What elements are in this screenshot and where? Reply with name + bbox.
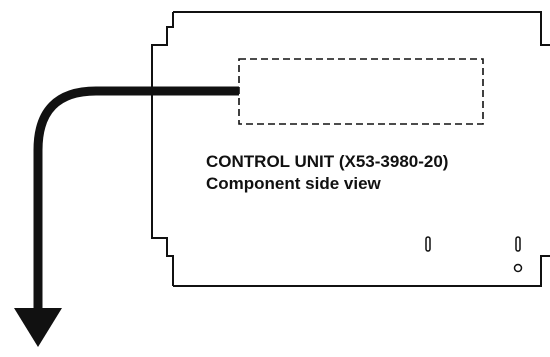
- board-outline: [151, 11, 550, 287]
- arrow-head-icon: [14, 308, 62, 347]
- curved-arrow-down-icon: [33, 86, 239, 312]
- slot-icon: [515, 236, 521, 252]
- slot-icon: [425, 236, 431, 252]
- board-subtitle: Component side view: [206, 174, 381, 193]
- mounting-hole-icon: [513, 263, 523, 273]
- connector-outline: [238, 58, 484, 125]
- board-title: CONTROL UNIT (X53-3980-20): [206, 152, 449, 171]
